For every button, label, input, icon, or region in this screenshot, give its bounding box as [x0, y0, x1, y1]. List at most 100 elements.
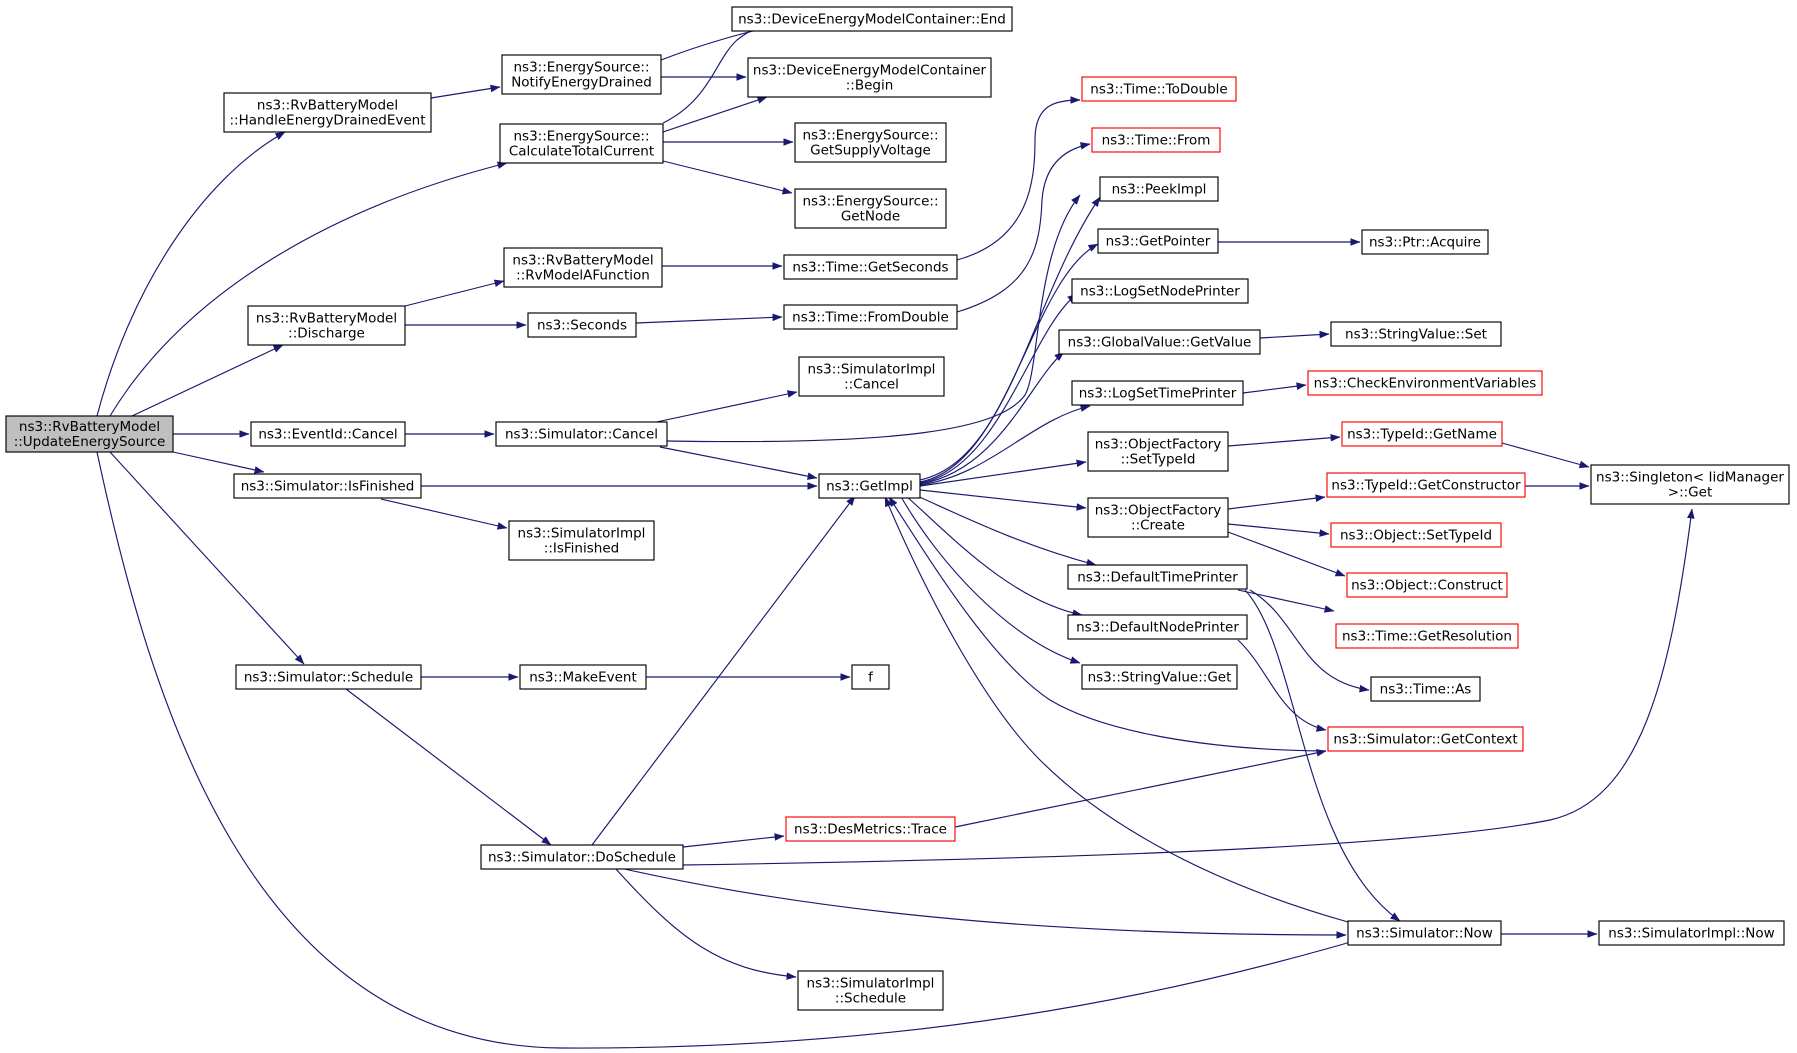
call-edges — [96, 17, 1695, 1049]
node-box — [519, 664, 647, 690]
edge-doschedule-to-singleton — [682, 508, 1695, 866]
node-f[interactable]: f — [851, 664, 890, 690]
node-box — [1087, 497, 1229, 538]
node-box — [797, 970, 944, 1011]
node-object-set-type-id[interactable]: ns3::Object::SetTypeId — [1330, 522, 1502, 548]
edge-getimpl-to-stringvalueget — [899, 494, 1081, 664]
node-box — [1330, 321, 1502, 347]
node-object-factory-set-type-id[interactable]: ns3::ObjectFactory::SetTypeId — [1087, 431, 1229, 472]
node-box — [818, 473, 921, 499]
node-object-factory-create[interactable]: ns3::ObjectFactory::Create — [1087, 497, 1229, 538]
node-time-from[interactable]: ns3::Time::From — [1091, 127, 1221, 153]
node-peek-impl[interactable]: ns3::PeekImpl — [1099, 176, 1219, 202]
edge-update-to-simulatornow — [96, 451, 1389, 1049]
node-dmc-begin[interactable]: ns3::DeviceEnergyModelContainer::Begin — [747, 57, 992, 98]
node-energy-source-get-node[interactable]: ns3::EnergySource::GetNode — [794, 188, 947, 229]
node-label: ns3::DeviceEnergyModelContainer::End — [738, 12, 1006, 28]
node-label: ns3::Time::From — [1102, 133, 1211, 149]
edge-getcontext-to-getimpl — [888, 496, 1327, 752]
edge-getimpl-to-defaultnodeprinter — [904, 494, 1083, 617]
node-label: ns3::TypeId::GetName — [1347, 427, 1497, 443]
edge-getvalue-to-stringset — [1259, 330, 1330, 339]
node-box — [794, 122, 947, 163]
node-label: ns3::Simulator::Now — [1356, 926, 1493, 942]
node-time-get-seconds[interactable]: ns3::Time::GetSeconds — [783, 254, 958, 280]
node-ptr-acquire[interactable]: ns3::Ptr::Acquire — [1361, 229, 1489, 255]
node-simulator-impl-schedule[interactable]: ns3::SimulatorImpl::Schedule — [797, 970, 944, 1011]
edge-settypeid-to-getname — [1227, 433, 1341, 447]
node-label: ::HandleEnergyDrainedEvent — [229, 113, 425, 129]
node-string-value-set[interactable]: ns3::StringValue::Set — [1330, 321, 1502, 347]
node-get-impl[interactable]: ns3::GetImpl — [818, 473, 921, 499]
edge-simcancel-to-getimpl — [659, 446, 818, 480]
node-simulator-get-context[interactable]: ns3::Simulator::GetContext — [1327, 726, 1524, 752]
node-box — [223, 92, 432, 133]
node-get-pointer[interactable]: ns3::GetPointer — [1097, 228, 1219, 254]
node-calculate-total-current[interactable]: ns3::EnergySource::CalculateTotalCurrent — [499, 123, 664, 164]
node-box — [747, 57, 992, 98]
node-label: ns3::PeekImpl — [1112, 182, 1207, 198]
node-simulator-now[interactable]: ns3::Simulator::Now — [1347, 920, 1502, 946]
node-box — [247, 305, 406, 346]
edge-update-to-discharge — [131, 344, 284, 417]
node-simulator-impl-is-finished[interactable]: ns3::SimulatorImpl::IsFinished — [508, 520, 655, 561]
node-label: ns3::EnergySource:: — [802, 194, 938, 210]
edge-getimpl-to-logsettimeprinter — [919, 404, 1091, 486]
node-object-construct[interactable]: ns3::Object::Construct — [1346, 572, 1508, 598]
node-simulator-impl-cancel[interactable]: ns3::SimulatorImpl::Cancel — [798, 356, 945, 397]
edge-getname-to-singleton — [1501, 442, 1590, 469]
node-time-get-resolution[interactable]: ns3::Time::GetResolution — [1335, 623, 1519, 649]
node-label: ::Cancel — [844, 377, 899, 393]
node-time-to-double[interactable]: ns3::Time::ToDouble — [1081, 76, 1237, 102]
node-label: ns3::RvBatteryModel — [19, 419, 160, 435]
node-label: ns3::MakeEvent — [529, 670, 637, 686]
node-simulator-do-schedule[interactable]: ns3::Simulator::DoSchedule — [480, 844, 684, 870]
node-global-value-get-value[interactable]: ns3::GlobalValue::GetValue — [1058, 329, 1261, 355]
node-label: ns3::Object::SetTypeId — [1340, 528, 1492, 544]
node-label: ns3::TypeId::GetConstructor — [1331, 478, 1521, 494]
node-get-supply-voltage[interactable]: ns3::EnergySource::GetSupplyVoltage — [794, 122, 947, 163]
node-box — [527, 312, 637, 338]
edge-update-to-isfinished — [172, 451, 265, 474]
node-simulator-schedule[interactable]: ns3::Simulator::Schedule — [235, 664, 422, 690]
node-box — [1598, 920, 1785, 946]
node-time-from-double[interactable]: ns3::Time::FromDouble — [783, 304, 958, 330]
node-seconds[interactable]: ns3::Seconds — [527, 312, 637, 338]
node-simulator-is-finished[interactable]: ns3::Simulator::IsFinished — [233, 473, 422, 499]
node-rv-model-a-function[interactable]: ns3::RvBatteryModel::RvModelAFunction — [503, 247, 663, 288]
node-string-value-get[interactable]: ns3::StringValue::Get — [1081, 664, 1238, 690]
node-log-set-node-printer[interactable]: ns3::LogSetNodePrinter — [1071, 278, 1249, 304]
edge-doschedule-to-destrace — [682, 833, 785, 848]
node-box — [1081, 76, 1237, 102]
node-label: ns3::DesMetrics::Trace — [794, 822, 947, 838]
node-make-event[interactable]: ns3::MakeEvent — [519, 664, 647, 690]
edge-doschedule-to-implschedule — [614, 867, 797, 980]
node-handle-energy-drained-event[interactable]: ns3::RvBatteryModel::HandleEnergyDrained… — [223, 92, 432, 133]
node-type-id-get-name[interactable]: ns3::TypeId::GetName — [1341, 421, 1503, 447]
edge-getimpl-to-logsetnodeprinter — [919, 293, 1078, 484]
node-label: ns3::Simulator::GetContext — [1333, 732, 1517, 748]
node-label: ns3::GetPointer — [1106, 234, 1211, 250]
node-des-metrics-trace[interactable]: ns3::DesMetrics::Trace — [785, 816, 956, 842]
edge-doschedule-to-simnow — [619, 867, 1347, 939]
node-simulator-cancel[interactable]: ns3::Simulator::Cancel — [495, 421, 668, 447]
node-discharge[interactable]: ns3::RvBatteryModel::Discharge — [247, 305, 406, 346]
node-event-id-cancel[interactable]: ns3::EventId::Cancel — [250, 421, 406, 447]
node-log-set-time-printer[interactable]: ns3::LogSetTimePrinter — [1071, 380, 1244, 406]
node-label: ::Begin — [846, 78, 894, 94]
node-notify-energy-drained[interactable]: ns3::EnergySource::NotifyEnergyDrained — [501, 54, 662, 95]
node-time-as[interactable]: ns3::Time::As — [1370, 676, 1481, 702]
node-box — [5, 415, 174, 453]
node-type-id-get-constructor[interactable]: ns3::TypeId::GetConstructor — [1326, 472, 1526, 498]
node-label: ns3::GetImpl — [826, 479, 913, 495]
node-singleton-iid-manager-get[interactable]: ns3::Singleton< IidManager >::Get — [1590, 464, 1790, 505]
node-default-time-printer[interactable]: ns3::DefaultTimePrinter — [1067, 564, 1248, 590]
node-label: ns3::DeviceEnergyModelContainer — [753, 63, 987, 79]
node-check-environment-variables[interactable]: ns3::CheckEnvironmentVariables — [1307, 370, 1543, 396]
node-default-node-printer[interactable]: ns3::DefaultNodePrinter — [1067, 614, 1248, 640]
node-update-energy-source[interactable]: ns3::RvBatteryModel::UpdateEnergySource — [5, 415, 174, 453]
node-simulator-impl-now[interactable]: ns3::SimulatorImpl::Now — [1598, 920, 1785, 946]
node-label: ns3::SimulatorImpl — [807, 976, 935, 992]
node-label: ::RvModelAFunction — [516, 268, 650, 284]
node-dmc-end[interactable]: ns3::DeviceEnergyModelContainer::End — [731, 6, 1013, 32]
